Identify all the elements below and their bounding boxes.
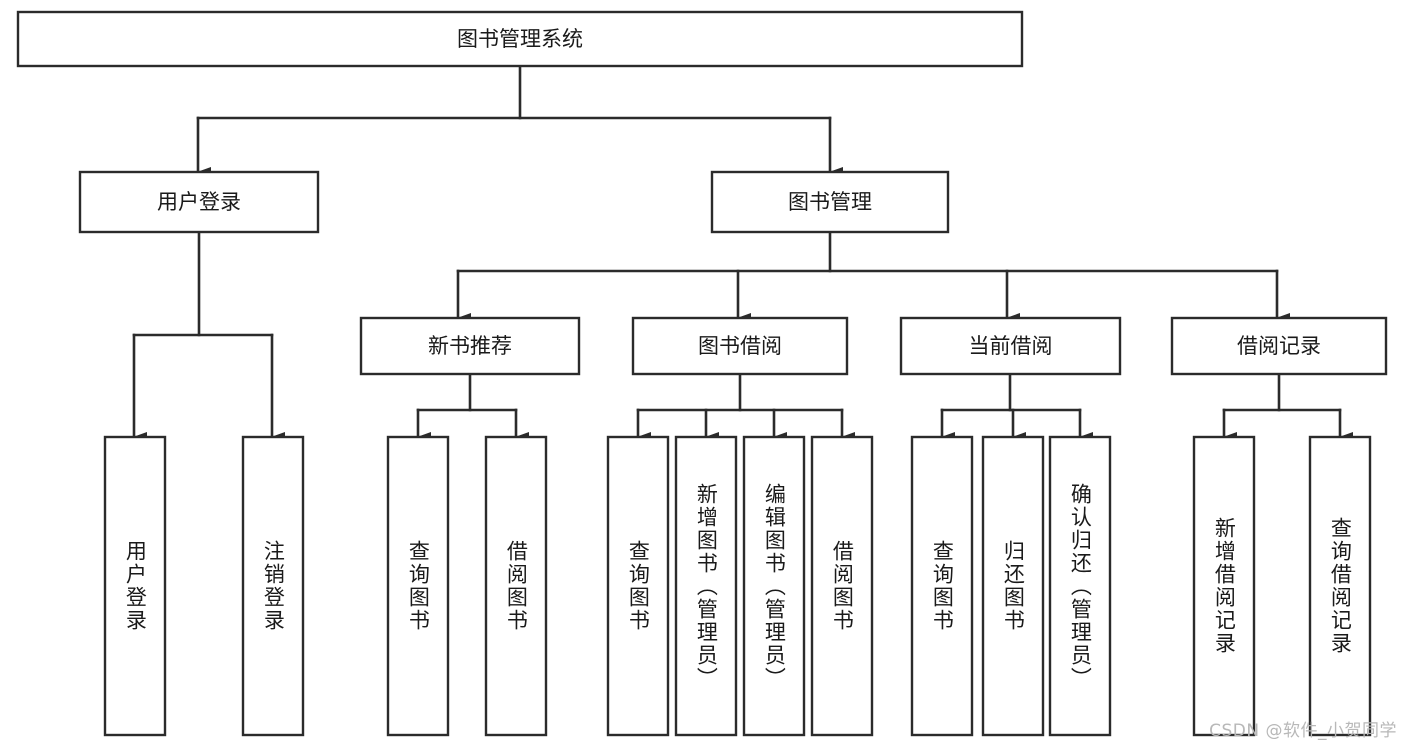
leaf-node-leaf-query-record[interactable]: 查询借阅记录 [1308, 435, 1372, 737]
leaf-node-leaf-query-book-2[interactable]: 查询图书 [606, 435, 670, 737]
leaf-node-rect [810, 435, 874, 737]
node-root[interactable]: 图书管理系统 [16, 10, 1024, 68]
leaf-node-leaf-user-login[interactable]: 用户登录 [103, 435, 167, 737]
leaf-node-label-box: 新增图书（管理员） [694, 482, 719, 690]
leaf-node-label-box: 借阅图书 [830, 540, 855, 632]
leaf-node-rect [386, 435, 450, 737]
leaf-node-label-box: 用户登录 [123, 540, 148, 632]
leaf-node-label: 确认归还（管理员） [1068, 482, 1093, 690]
leaf-node-rect [1048, 435, 1112, 737]
node-user-login[interactable]: 用户登录 [78, 170, 320, 234]
node-new-book-recommend[interactable]: 新书推荐 [359, 316, 581, 376]
leaf-node-leaf-add-book[interactable]: 新增图书（管理员） [674, 435, 738, 737]
leaf-node-label-box: 查询图书 [626, 540, 651, 632]
leaf-node-label: 查询图书 [406, 540, 431, 632]
leaf-node-label-box: 查询图书 [406, 540, 431, 632]
node-rect [78, 170, 320, 234]
node-label: 新书推荐 [428, 334, 512, 358]
node-label: 图书管理系统 [457, 27, 583, 51]
leaf-node-rect [606, 435, 670, 737]
leaf-node-label: 新增图书（管理员） [694, 482, 719, 690]
node-book-borrow[interactable]: 图书借阅 [631, 316, 849, 376]
leaf-node-label: 查询图书 [626, 540, 651, 632]
leaf-node-rect [484, 435, 548, 737]
leaf-node-label: 用户登录 [123, 540, 148, 632]
leaf-node-leaf-logout[interactable]: 注销登录 [241, 435, 305, 737]
leaf-node-label-box: 借阅图书 [504, 540, 529, 632]
node-label: 借阅记录 [1237, 334, 1321, 358]
node-rect [359, 316, 581, 376]
leaf-node-rect [674, 435, 738, 737]
node-label: 图书借阅 [698, 334, 782, 358]
leaf-node-rect [742, 435, 806, 737]
leaf-node-rect [981, 435, 1045, 737]
leaf-node-label-box: 新增借阅记录 [1212, 517, 1237, 655]
leaf-node-label: 查询借阅记录 [1328, 517, 1353, 655]
leaf-node-label: 归还图书 [1001, 540, 1026, 632]
leaf-node-leaf-return-book[interactable]: 归还图书 [981, 435, 1045, 737]
node-rect [899, 316, 1122, 376]
leaf-node-leaf-add-record[interactable]: 新增借阅记录 [1192, 435, 1256, 737]
leaf-node-leaf-edit-book[interactable]: 编辑图书（管理员） [742, 435, 806, 737]
leaf-node-label: 编辑图书（管理员） [762, 482, 787, 690]
leaf-node-leaf-confirm-return[interactable]: 确认归还（管理员） [1048, 435, 1112, 737]
connector-lines [132, 64, 1353, 442]
leaf-node-label-box: 查询图书 [930, 540, 955, 632]
leaf-node-label-box: 编辑图书（管理员） [762, 482, 787, 690]
node-rect [631, 316, 849, 376]
leaf-node-leaf-query-book-1[interactable]: 查询图书 [386, 435, 450, 737]
leaf-node-label: 新增借阅记录 [1212, 517, 1237, 655]
node-label: 图书管理 [788, 190, 872, 214]
leaf-node-leaf-query-book-3[interactable]: 查询图书 [910, 435, 974, 737]
leaf-node-label-box: 查询借阅记录 [1328, 517, 1353, 655]
leaf-node-rect [910, 435, 974, 737]
leaf-node-rect [1192, 435, 1256, 737]
node-borrow-record[interactable]: 借阅记录 [1170, 316, 1388, 376]
leaf-node-label: 查询图书 [930, 540, 955, 632]
node-rect [1170, 316, 1388, 376]
leaf-node-leaf-borrow-book-2[interactable]: 借阅图书 [810, 435, 874, 737]
leaf-node-label: 注销登录 [261, 540, 286, 632]
node-rect [710, 170, 950, 234]
node-boxes: 图书管理系统用户登录图书管理新书推荐图书借阅当前借阅借阅记录用户登录注销登录查询… [16, 10, 1388, 737]
node-book-management[interactable]: 图书管理 [710, 170, 950, 234]
leaf-node-label: 借阅图书 [830, 540, 855, 632]
leaf-node-label-box: 注销登录 [261, 540, 286, 632]
node-rect [16, 10, 1024, 68]
leaf-node-label-box: 确认归还（管理员） [1068, 482, 1093, 690]
leaf-node-rect [1308, 435, 1372, 737]
node-label: 用户登录 [157, 190, 241, 214]
node-current-borrow[interactable]: 当前借阅 [899, 316, 1122, 376]
leaf-node-rect [241, 435, 305, 737]
node-label: 当前借阅 [969, 334, 1053, 358]
leaf-node-label: 借阅图书 [504, 540, 529, 632]
leaf-node-leaf-borrow-book-1[interactable]: 借阅图书 [484, 435, 548, 737]
leaf-node-rect [103, 435, 167, 737]
leaf-node-label-box: 归还图书 [1001, 540, 1026, 632]
